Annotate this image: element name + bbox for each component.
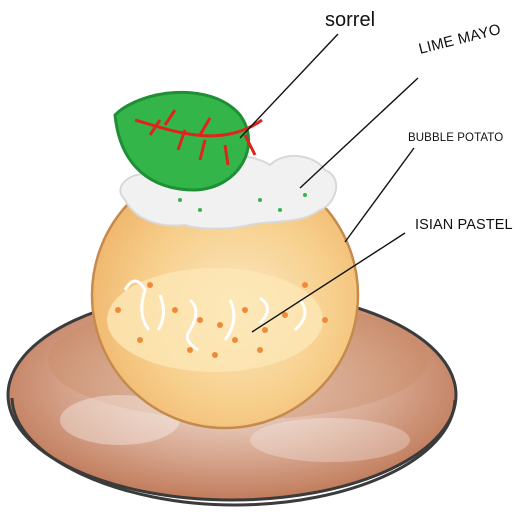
sorrel-leader-line: [240, 34, 338, 138]
lime-mayo-leader-line: [300, 78, 418, 188]
bubble-potato-leader-line: [345, 148, 414, 242]
sorrel-label: sorrel: [325, 10, 375, 30]
isian-pastel-label: ISIAN PASTEL: [415, 218, 513, 233]
bubble-potato-label: BUBBLE POTATO: [408, 133, 503, 145]
